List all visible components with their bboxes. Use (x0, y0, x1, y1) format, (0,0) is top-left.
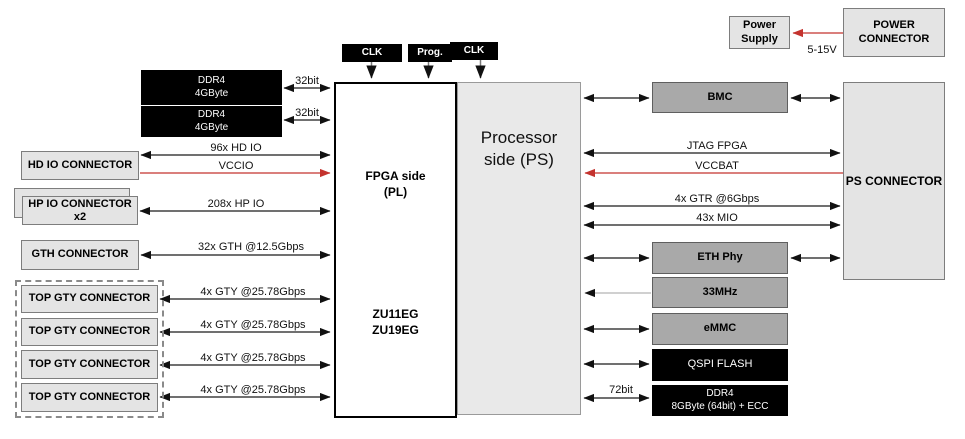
vccbat-label: VCCBAT (695, 160, 739, 172)
hd-io-bus-label: 96x HD IO (210, 142, 262, 154)
ddr4-bus-label-1: 32bit (295, 75, 319, 87)
bmc-box: BMC (652, 82, 788, 113)
gty-bus-label-1: 4x GTY @25.78Gbps (200, 286, 306, 298)
gty-bus-label-4: 4x GTY @25.78Gbps (200, 384, 306, 396)
vccio-label: VCCIO (218, 160, 254, 172)
ddr4-pl-box-1: DDR4 4GByte (141, 70, 282, 105)
prog-box: Prog. (408, 44, 452, 62)
fpga-pl-title: FPGA side (PL) (365, 169, 426, 199)
clock-33mhz-box: 33MHz (652, 277, 788, 308)
clk-box-2: CLK (450, 42, 498, 60)
ps-connector-box: PS CONNECTOR (843, 82, 945, 280)
voltage-label: 5-15V (807, 44, 837, 56)
gty-group-outline (15, 280, 164, 418)
processor-ps-title: Processor side (PS) (480, 128, 558, 169)
fpga-pl-block: FPGA side (PL) ZU11EG ZU19EG (334, 82, 457, 418)
gtr-bus-label: 4x GTR @6Gbps (674, 193, 760, 205)
ddr4-pl-box-2: DDR4 4GByte (141, 106, 282, 137)
ddr4-ps-box: DDR4 8GByte (64bit) + ECC (652, 385, 788, 416)
gty-connector-box-1: TOP GTY CONNECTOR (21, 285, 158, 313)
gty-bus-label-2: 4x GTY @25.78Gbps (200, 319, 306, 331)
hp-io-connector-box: HP IO CONNECTOR x2 (22, 196, 138, 225)
clk-box-1: CLK (342, 44, 402, 62)
gth-bus-label: 32x GTH @12.5Gbps (198, 241, 304, 253)
gty-connector-box-3: TOP GTY CONNECTOR (21, 350, 158, 379)
processor-ps-block: Processor side (PS) (457, 82, 581, 415)
gty-bus-label-3: 4x GTY @25.78Gbps (200, 352, 306, 364)
ddr4-bus-label-2: 32bit (295, 107, 319, 119)
eth-phy-box: ETH Phy (652, 242, 788, 274)
mio-bus-label: 43x MIO (696, 212, 738, 224)
power-connector-box: POWER CONNECTOR (843, 8, 945, 57)
jtag-label: JTAG FPGA (686, 140, 748, 152)
ddr4-ps-bus-label: 72bit (609, 384, 633, 396)
emmc-box: eMMC (652, 313, 788, 345)
hp-io-bus-label: 208x HP IO (207, 198, 265, 210)
power-supply-box: Power Supply (729, 16, 790, 49)
qspi-flash-box: QSPI FLASH (652, 349, 788, 381)
gth-connector-box: GTH CONNECTOR (21, 240, 139, 270)
gty-connector-box-2: TOP GTY CONNECTOR (21, 318, 158, 346)
gty-connector-box-4: TOP GTY CONNECTOR (21, 383, 158, 412)
hd-io-connector-box: HD IO CONNECTOR (21, 151, 139, 180)
fpga-device-names: ZU11EG ZU19EG (372, 307, 419, 337)
